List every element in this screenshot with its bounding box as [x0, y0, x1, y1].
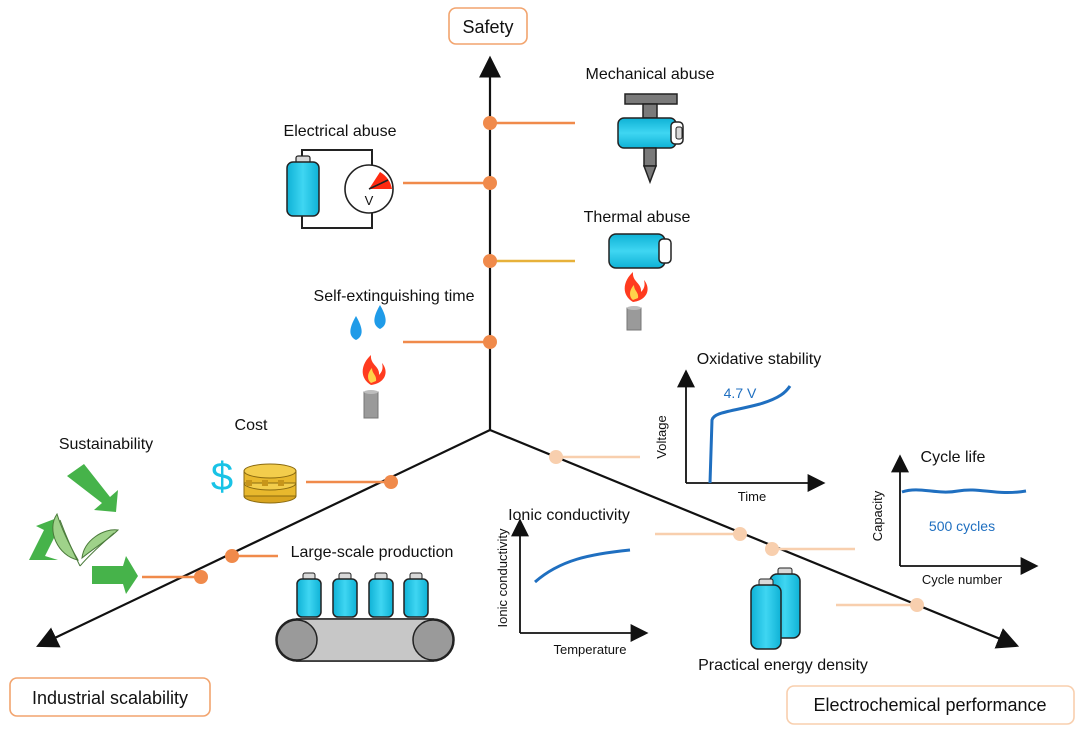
cycle-ylabel: Capacity — [870, 490, 885, 541]
svg-text:Industrial scalability: Industrial scalability — [32, 688, 188, 708]
industrial-axis-label: Industrial scalability — [9, 677, 211, 717]
cell-3 — [368, 572, 394, 618]
oxidative-ylabel: Voltage — [654, 415, 669, 458]
cell-1 — [296, 572, 322, 618]
energy-density-label: Practical energy density — [698, 657, 868, 674]
electrochemical-axis — [489, 428, 1020, 649]
electrochemical-axis-label: Electrochemical performance — [786, 685, 1075, 725]
energy-dot — [910, 598, 924, 612]
coins-dollar-icon: $ — [211, 455, 297, 504]
cycle-title: Cycle life — [921, 449, 986, 466]
axes — [36, 55, 1020, 649]
sustainability-dot — [194, 570, 208, 584]
voltmeter-circuit-icon: V — [286, 149, 394, 229]
thermal-dot — [483, 254, 497, 268]
industrial-connectors — [142, 475, 398, 584]
nail-penetration-icon — [617, 93, 684, 185]
ionic-dot — [733, 527, 747, 541]
cycle-dot — [765, 542, 779, 556]
oxidative-xlabel: Time — [738, 489, 766, 504]
thermal-abuse-label: Thermal abuse — [584, 209, 691, 226]
sustainability-label: Sustainability — [59, 436, 153, 453]
self-ext-dot — [483, 335, 497, 349]
cost-label: Cost — [235, 417, 268, 434]
svg-text:Safety: Safety — [462, 17, 513, 37]
ionic-conductivity-plot: Ionic conductivity Ionic conductivity Te… — [495, 507, 649, 657]
self-extinguishing-label: Self-extinguishing time — [314, 288, 475, 305]
mechanical-abuse-label: Mechanical abuse — [586, 66, 715, 83]
dollar-sign: $ — [211, 455, 233, 499]
electro-connectors — [549, 450, 924, 612]
ionic-xlabel: Temperature — [554, 642, 627, 657]
cell-2 — [332, 572, 358, 618]
oxidative-stability-plot: Oxidative stability Voltage Time 4.7 V — [654, 351, 826, 504]
water-drops-flame-icon — [350, 305, 386, 419]
safety-axis-label: Safety — [448, 7, 528, 45]
electrical-abuse-label: Electrical abuse — [284, 123, 397, 140]
oxidative-dot — [549, 450, 563, 464]
oxidative-annotation: 4.7 V — [724, 385, 757, 401]
oxidative-title: Oxidative stability — [697, 351, 822, 368]
heated-cell-icon — [608, 233, 672, 331]
battery-cells-icon — [750, 567, 801, 650]
cycle-xlabel: Cycle number — [922, 572, 1003, 587]
electrical-dot — [483, 176, 497, 190]
safety-connectors — [403, 116, 575, 349]
large-scale-dot — [225, 549, 239, 563]
cycle-annotation: 500 cycles — [929, 518, 995, 534]
cell-4 — [403, 572, 429, 618]
ionic-ylabel: Ionic conductivity — [495, 528, 510, 627]
recycle-leaves-icon — [29, 464, 138, 594]
cycle-life-plot: Cycle life Capacity Cycle number 500 cyc… — [870, 449, 1039, 587]
mechanical-dot — [483, 116, 497, 130]
industrial-axis — [36, 429, 491, 648]
cost-dot — [384, 475, 398, 489]
voltmeter-letter: V — [365, 193, 374, 208]
conveyor-belt-icon — [275, 572, 455, 662]
svg-text:Electrochemical performance: Electrochemical performance — [813, 695, 1046, 715]
ionic-title: Ionic conductivity — [508, 507, 630, 524]
large-scale-label: Large-scale production — [291, 544, 454, 561]
